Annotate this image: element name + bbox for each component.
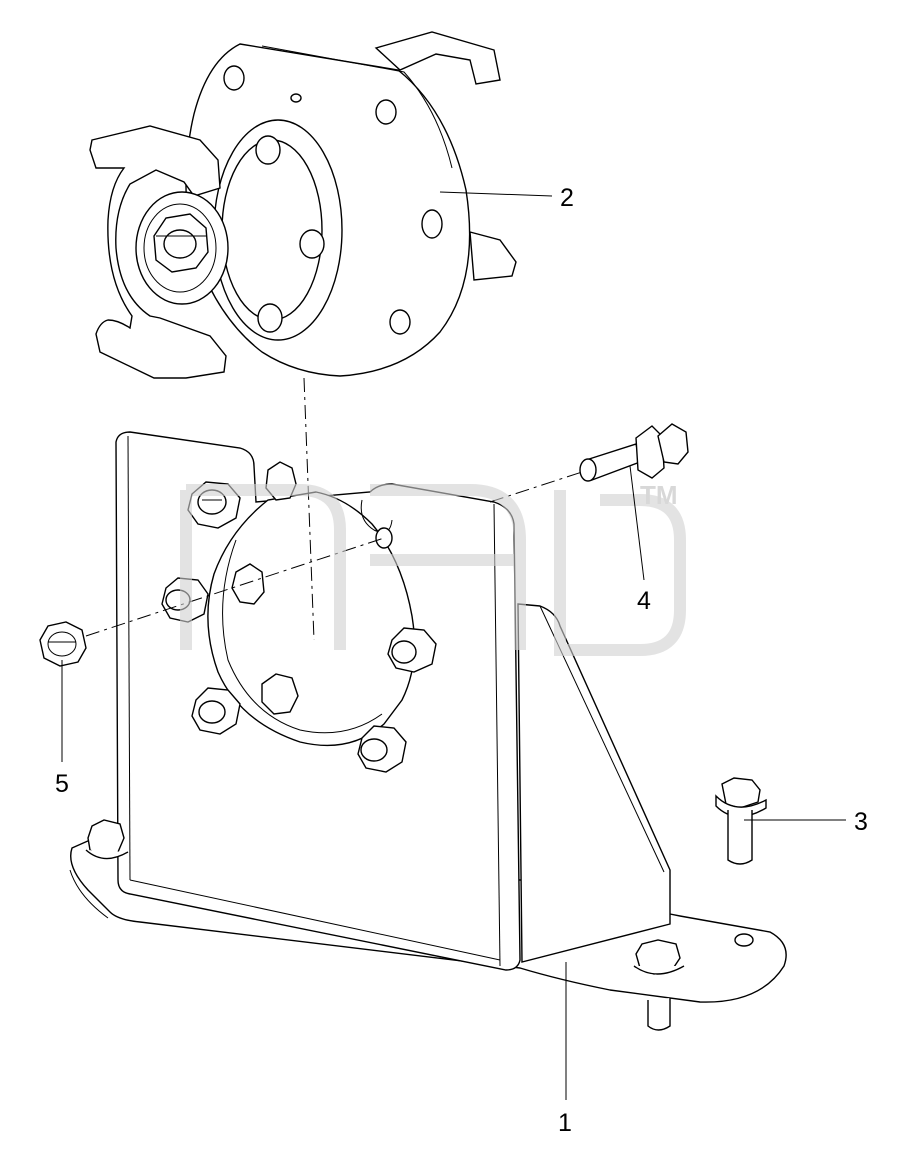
bolt-head-6: [191, 687, 241, 735]
bolt-head-5: [387, 627, 437, 673]
support-gusset: [517, 603, 671, 963]
watermark-trademark: TM: [640, 480, 678, 510]
assembly-center-lines: [85, 377, 583, 641]
flange-nut: [39, 621, 87, 667]
bracket-plate: [115, 431, 521, 971]
bearing-hub-assembly: [89, 31, 517, 379]
callout-2: 2: [560, 184, 574, 212]
base-bolt-left: [85, 819, 129, 860]
watermark-logo: TM: [180, 480, 686, 656]
bolt-head-7: [261, 673, 299, 715]
callout-4: 4: [637, 587, 651, 615]
leader-lines: [61, 191, 846, 1100]
bolt-head-4: [231, 563, 265, 605]
short-bolt: [715, 777, 767, 865]
long-bolt: [579, 423, 689, 482]
base-bolt-right: [633, 939, 685, 975]
callout-1: 1: [558, 1109, 572, 1137]
callout-3: 3: [854, 808, 868, 836]
bolt-head-8: [357, 725, 407, 773]
callout-5: 5: [55, 770, 69, 798]
